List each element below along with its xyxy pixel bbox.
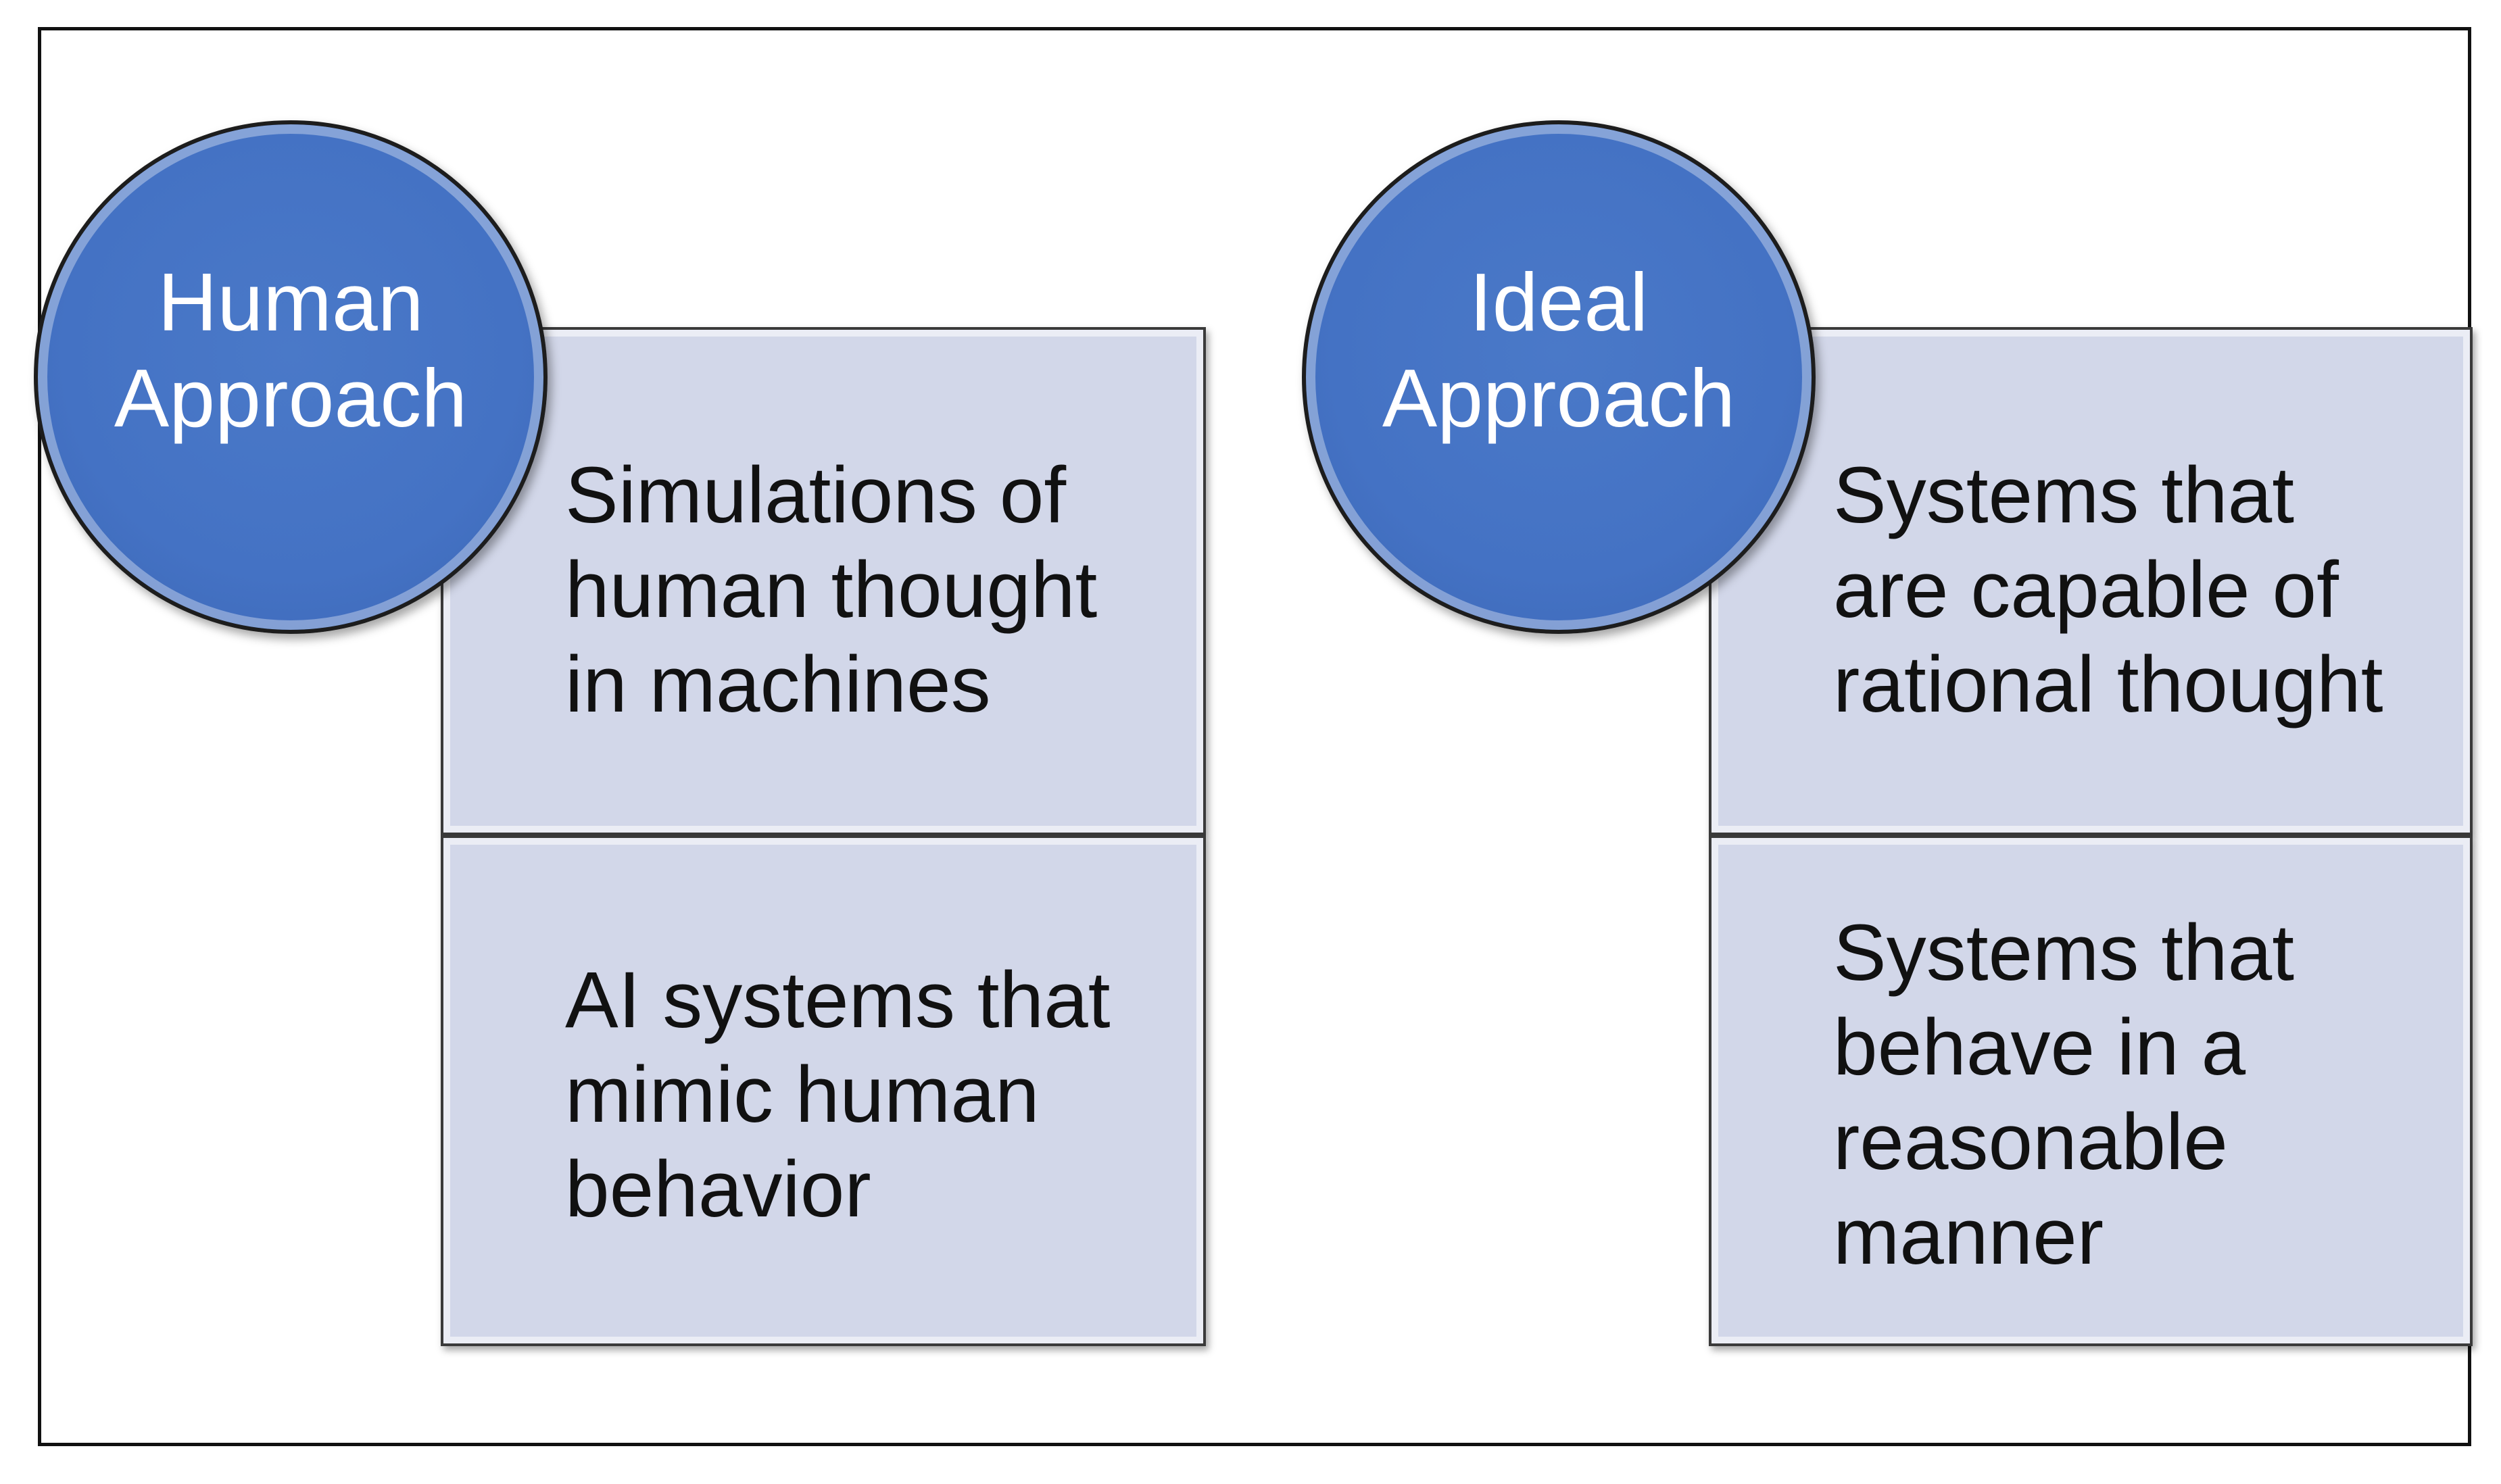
human-panel-1: Simulations of human thought in machines (441, 327, 1206, 835)
ideal-approach-circle: Ideal Approach (1302, 120, 1816, 634)
ideal-panel-1: Systems that are capable of rational tho… (1709, 327, 2473, 835)
human-approach-label: Human Approach (114, 256, 468, 444)
ideal-panel-2-text: Systems that behave in a reasonable mann… (1833, 908, 2295, 1281)
ideal-panel-2: Systems that behave in a reasonable mann… (1709, 835, 2473, 1346)
human-approach-circle: Human Approach (34, 120, 548, 634)
ideal-approach-label: Ideal Approach (1382, 256, 1736, 444)
human-panel-1-text: Simulations of human thought in machines (565, 451, 1098, 729)
ideal-panel-1-text: Systems that are capable of rational tho… (1833, 451, 2383, 729)
human-panel-2: AI systems that mimic human behavior (441, 835, 1206, 1346)
human-panel-2-text: AI systems that mimic human behavior (565, 956, 1111, 1234)
